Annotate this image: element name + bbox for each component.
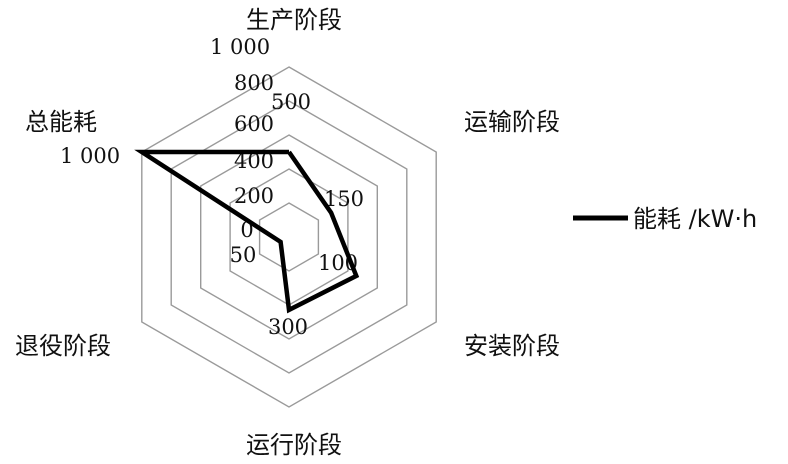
series-line-energy	[134, 149, 360, 314]
value-label-transport: 150	[324, 187, 364, 211]
grid-rings	[141, 66, 437, 408]
value-label-production: 500	[271, 90, 311, 114]
axis-label-total: 总能耗	[25, 108, 97, 136]
tick-label-600: 600	[234, 112, 274, 136]
axis-label-production: 生产阶段	[246, 6, 342, 34]
axis-label-transport: 运输阶段	[464, 108, 560, 136]
legend-label: 能耗 /kW·h	[633, 205, 757, 233]
grid-ring-1	[258, 202, 320, 272]
axis-label-decommission: 退役阶段	[15, 332, 111, 360]
tick-label-1000: 1 000	[210, 35, 270, 59]
legend: 能耗 /kW·h	[573, 205, 757, 233]
tick-label-800: 800	[234, 71, 274, 95]
axis-label-installation: 安装阶段	[464, 332, 560, 360]
axis-label-operation: 运行阶段	[246, 431, 342, 459]
value-label-decommission: 50	[230, 243, 257, 267]
grid-ring-5	[141, 66, 437, 408]
axis-labels: 生产阶段 运输阶段 安装阶段 运行阶段 退役阶段 总能耗	[15, 6, 560, 459]
tick-labels: 0 200 400 600 800 1 000 500 150 100 300 …	[60, 35, 364, 339]
grid-ring-3	[199, 134, 378, 340]
value-label-operation: 300	[268, 315, 308, 339]
value-label-total: 1 000	[60, 144, 120, 168]
tick-label-200: 200	[234, 184, 274, 208]
